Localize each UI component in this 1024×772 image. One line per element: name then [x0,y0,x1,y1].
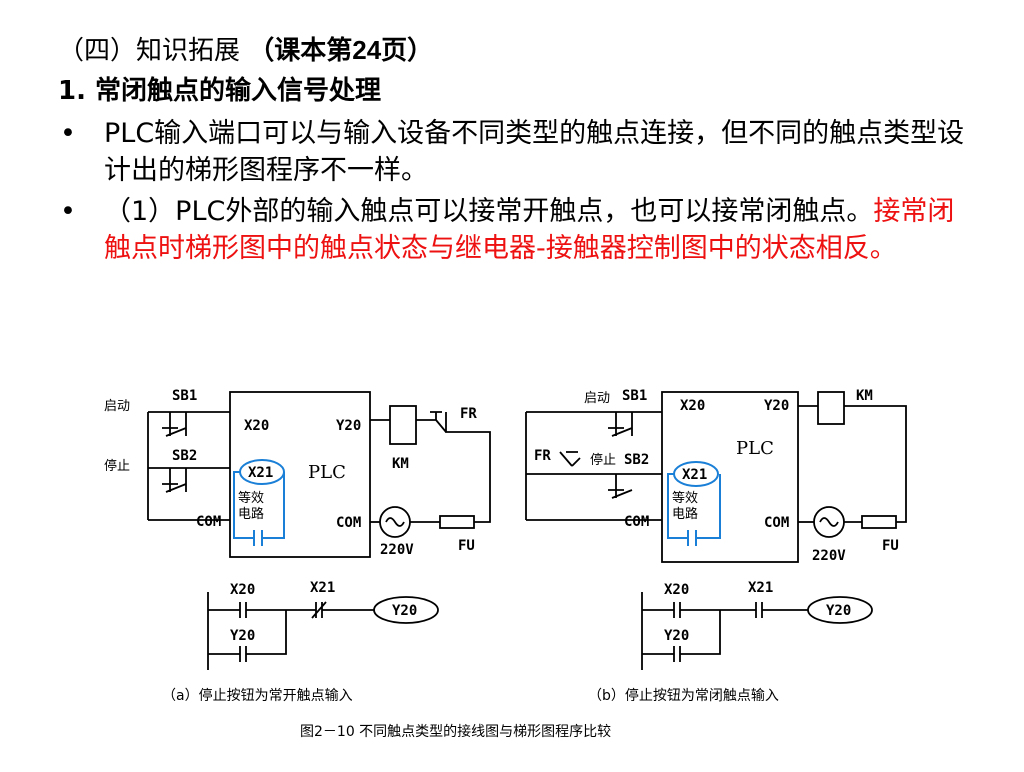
caption-a: （a）停止按钮为常开触点输入 [162,687,353,704]
text-content: （四）知识拓展 （课本第24页） 1. 常闭触点的输入信号处理 • PLC输入端… [58,30,978,267]
km-label: KM [392,456,409,472]
caption-b: （b）停止按钮为常闭触点输入 [588,687,779,704]
voltage-label: 220V [380,542,414,558]
sb1-label: SB1 [172,388,197,404]
sb2-switch [608,474,633,499]
ladder-coil-label: Y20 [392,603,417,619]
com-terminal-right: COM [764,515,789,531]
x20-terminal: X20 [680,398,705,414]
fuse [439,515,475,529]
equiv-label-2: 电路 [238,506,264,522]
y20-terminal: Y20 [336,418,361,434]
sb1-label: SB1 [622,388,647,404]
start-label: 启动 [584,391,610,406]
wire [844,405,907,523]
km-coil [817,391,845,425]
ladder-x20-label: X20 [664,582,689,598]
com-terminal-left: COM [196,514,221,530]
sine-icon [819,517,839,527]
start-label: 启动 [104,399,130,414]
fu-label: FU [458,538,475,554]
bullet-dot: • [60,196,76,227]
ladder-x21-label: X21 [748,580,773,596]
x21-terminal: X21 [248,465,273,481]
fr-label: FR [460,406,477,422]
equiv-circuit-wire [667,473,721,539]
voltage-label: 220V [812,548,846,564]
com-terminal-right: COM [336,515,361,531]
fu-label: FU [882,538,899,554]
wiring-figure: 启动 SB1 停止 SB2 X20 X21 等效 电路 COM Y20 PLC … [0,370,1024,768]
ladder-branch [642,610,721,662]
sb2-label: SB2 [172,448,197,464]
equiv-circuit-wire [233,471,285,539]
section-textbook-ref: （课本第24页） [248,35,434,65]
sb1-switch [608,412,633,437]
x21-terminal: X21 [682,467,707,483]
figure-title: 图2－10 不同触点类型的接线图与梯形图程序比较 [300,723,611,740]
sb1-switch [162,412,187,437]
bullet-item-2: • （1）PLC外部的输入触点可以接常开触点，也可以接常闭触点。接常闭触点时梯形… [58,193,978,267]
plc-label: PLC [308,462,346,483]
bullet-text: （1）PLC外部的输入触点可以接常开触点，也可以接常闭触点。 [104,196,874,227]
stop-label: 停止 [104,458,130,474]
ladder-y20-label: Y20 [664,628,689,644]
fr-label: FR [534,448,551,464]
plc-box [229,391,371,558]
bullet-dot: • [60,118,76,149]
section-prefix: （四）知识拓展 [58,36,249,66]
equiv-circuit-contact [687,530,697,546]
plc-label: PLC [736,438,774,459]
sb2-switch [162,468,187,493]
bullet-item-1: • PLC输入端口可以与输入设备不同类型的触点连接，但不同的触点类型设计出的梯形… [58,115,978,189]
ladder-coil-label: Y20 [826,603,851,619]
km-label: KM [856,388,873,404]
topic-heading: 1. 常闭触点的输入信号处理 [58,76,382,106]
ladder-rung [642,602,808,618]
bullet-text-highlight: 接常闭触点时梯形图中的触点状态与继电器-接触器控制图中的状态相反。 [104,196,955,264]
sb2-label: SB2 [624,452,649,468]
plc-box [661,391,799,563]
ladder-y20-label: Y20 [230,628,255,644]
equiv-label-1: 等效 [672,490,698,506]
fr-nc-contact [559,451,581,467]
equiv-circuit-contact [253,530,263,546]
y20-terminal: Y20 [764,398,789,414]
ladder-x20-label: X20 [230,582,255,598]
km-coil [389,405,417,445]
diagram-b: 启动 SB1 FR 停止 SB2 X20 X21 等效 电路 COM Y20 P… [525,388,907,704]
ladder-coil [807,596,873,624]
com-terminal-left: COM [624,514,649,530]
ladder-branch [208,610,287,662]
fuse [861,515,897,529]
ladder-coil [373,596,439,624]
equiv-label-2: 电路 [672,506,698,522]
x20-terminal: X20 [244,418,269,434]
fr-contact [416,411,491,523]
stop-label: 停止 [590,452,616,468]
ladder-x21-label: X21 [310,580,335,596]
bullet-text: PLC输入端口可以与输入设备不同类型的触点连接，但不同的触点类型设计出的梯形图程… [104,118,965,186]
diagram-a: 启动 SB1 停止 SB2 X20 X21 等效 电路 COM Y20 PLC … [104,388,491,704]
sine-icon [385,517,405,527]
ladder-rung [208,601,374,619]
wiring-diagram-svg: 启动 SB1 停止 SB2 X20 X21 等效 电路 COM Y20 PLC … [104,388,907,740]
section-heading: （四）知识拓展 （课本第24页） [58,30,978,71]
equiv-label-1: 等效 [238,490,264,506]
